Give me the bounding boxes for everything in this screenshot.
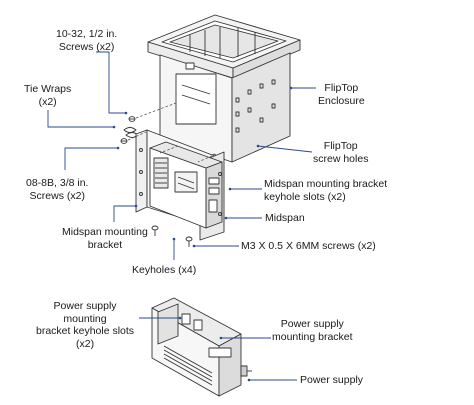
label-tie-wraps: Tie Wraps (x2) xyxy=(24,83,71,108)
label-line: (x2) xyxy=(75,337,95,350)
m3-screws xyxy=(151,225,193,247)
label-line: keyhole slots (x2) xyxy=(264,190,346,203)
fliptop-enclosure xyxy=(147,14,301,163)
label-line: Midspan mounting bracket xyxy=(264,178,388,190)
power-supply-drawing xyxy=(151,297,252,397)
label-line: Tie Wraps xyxy=(24,83,72,95)
midspan-unit xyxy=(149,141,223,229)
label-m3-screws: M3 X 0.5 X 6MM screws (x2) xyxy=(241,240,376,252)
label-line: bracket keyhole slots xyxy=(36,325,135,337)
label-line: 10-32, 1/2 in. xyxy=(56,28,118,40)
leader-screws-088b xyxy=(64,147,118,170)
label-ps-bracket-slots: Power supply mounting bracket keyhole sl… xyxy=(36,300,134,350)
label-line: Screws (x2) xyxy=(29,189,85,202)
label-fliptop-enclosure: FlipTop Enclosure xyxy=(318,82,365,107)
label-midspan-bracket: Midspan mounting bracket xyxy=(62,226,148,251)
label-keyholes: Keyholes (x4) xyxy=(132,264,197,276)
tie-wraps xyxy=(123,127,139,138)
leader-midspan-bracket xyxy=(113,205,136,222)
label-screws-1032: 10-32, 1/2 in. Screws (x2) xyxy=(56,28,117,53)
label-midspan: Midspan xyxy=(265,212,305,224)
label-power-supply: Power supply xyxy=(300,374,364,386)
label-line: FlipTop xyxy=(324,82,359,94)
label-fliptop-screw-holes: FlipTop screw holes xyxy=(313,140,368,165)
label-line: Power supply xyxy=(53,300,117,312)
label-line: Midspan mounting xyxy=(62,226,148,238)
label-ps-bracket: Power supply mounting bracket xyxy=(272,318,353,343)
label-line: mounting bracket xyxy=(272,330,353,343)
label-line: screw holes xyxy=(313,152,369,165)
label-screws-088b: 08-8B, 3/8 in. Screws (x2) xyxy=(26,177,88,202)
label-line: mounting xyxy=(63,312,107,325)
screws-1032 xyxy=(120,116,136,144)
label-line: FlipTop xyxy=(323,140,358,152)
leader-fliptop-screw-holes xyxy=(257,145,313,153)
leader-screws-1032 xyxy=(96,51,126,114)
label-line: (x2) xyxy=(38,95,57,108)
label-line: Enclosure xyxy=(318,94,365,107)
label-line: Power supply xyxy=(280,318,344,330)
label-line: 08-8B, 3/8 in. xyxy=(26,177,89,189)
label-line: bracket xyxy=(87,238,123,251)
label-line: Screws (x2) xyxy=(58,40,115,53)
label-midspan-bracket-slots: Midspan mounting bracket keyhole slots (… xyxy=(264,178,387,203)
leader-tie-wraps xyxy=(47,110,114,128)
